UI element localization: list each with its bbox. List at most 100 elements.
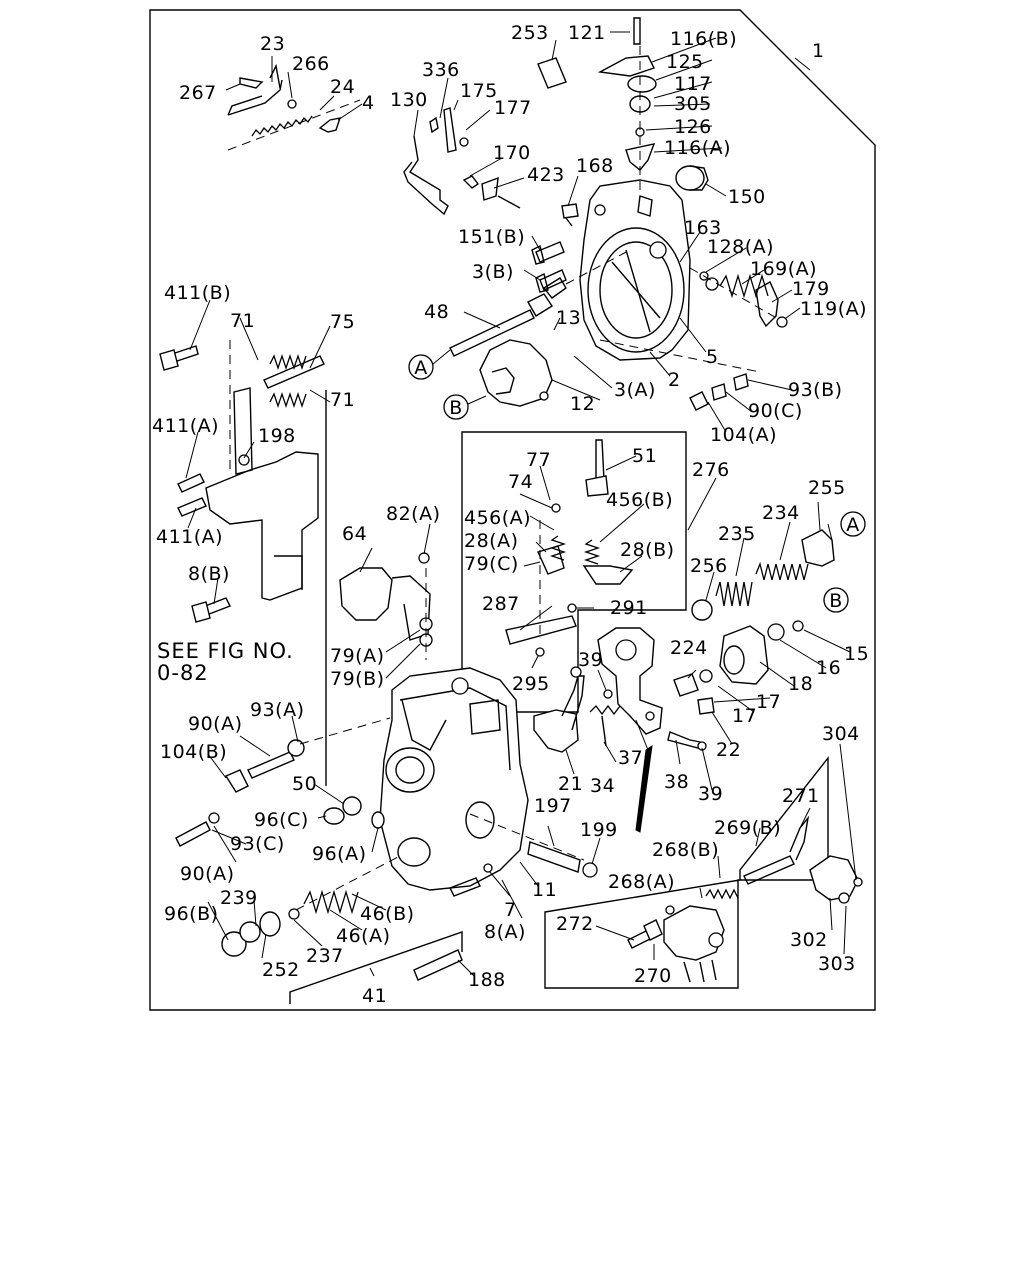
part-label: 287: [482, 593, 520, 615]
part-label: 177: [494, 97, 532, 119]
reference-mark-a-right: A: [840, 511, 866, 537]
part-label: 295: [512, 673, 550, 695]
part-label: 117: [674, 73, 712, 95]
part-label: 237: [306, 945, 344, 967]
see-fig-note-line1: SEE FIG NO.: [157, 639, 294, 663]
bolt-411a-upper: [177, 473, 205, 493]
part-label: 272: [556, 913, 594, 935]
bracket-198: [205, 387, 319, 601]
governor-cover-housing-2: [579, 179, 691, 361]
part-label: 3(B): [472, 261, 514, 283]
part-label: 188: [468, 969, 506, 991]
part-label: 50: [292, 773, 317, 795]
part-label: 256: [690, 555, 728, 577]
part-label: 163: [684, 217, 722, 239]
part-label: 268(A): [608, 871, 675, 893]
part-label: 39: [698, 783, 723, 805]
bolt-90a-lower: [175, 812, 220, 847]
part-label: 93(A): [250, 699, 305, 721]
part-label: 11: [532, 879, 557, 901]
part-label: 268(B): [652, 839, 719, 861]
part-label: 128(A): [707, 236, 774, 258]
plugs-50-96c-96a: [323, 796, 385, 829]
part-label: 271: [782, 785, 820, 807]
pin-197: [469, 813, 598, 878]
part-label: 8(A): [484, 921, 526, 943]
reference-mark-b-right: B: [823, 587, 849, 613]
part-label: 198: [258, 425, 296, 447]
part-label: 93(B): [788, 379, 843, 401]
part-label: 48: [424, 301, 449, 323]
part-label: 168: [576, 155, 614, 177]
part-label: 104(A): [710, 424, 777, 446]
part-label: 51: [632, 445, 657, 467]
part-label: 291: [610, 597, 648, 619]
part-label: 5: [706, 346, 719, 368]
part-label: 224: [670, 637, 708, 659]
part-label: 79(B): [330, 668, 385, 690]
part-label: 336: [422, 59, 460, 81]
part-label: 75: [330, 311, 355, 333]
lever-37: [597, 627, 715, 751]
part-label: 253: [511, 22, 549, 44]
part-label: 119(A): [800, 298, 867, 320]
part-label: 41: [362, 985, 387, 1007]
part-label: 235: [718, 523, 756, 545]
leader-lines: [185, 31, 857, 977]
part-label: 3(A): [614, 379, 656, 401]
diagram-frame: [149, 9, 876, 1011]
part-label: 266: [292, 53, 330, 75]
part-label: 179: [792, 278, 830, 300]
part-label: 96(A): [312, 843, 367, 865]
part-label: 90(A): [180, 863, 235, 885]
lever-64: [339, 552, 433, 660]
part-label: 71: [230, 310, 255, 332]
spring-268: [705, 815, 810, 900]
part-label: 199: [580, 819, 618, 841]
linkage-bracket-23: [227, 63, 361, 151]
part-label: 17: [732, 705, 757, 727]
lever-21-and-spring-34: [533, 666, 621, 753]
part-label: 423: [527, 164, 565, 186]
part-label: 151(B): [458, 226, 525, 248]
bolt-411b: [159, 345, 199, 371]
part-label: 170: [493, 142, 531, 164]
part-label: 411(A): [156, 526, 223, 548]
part-label: 96(B): [164, 903, 219, 925]
part-label: 267: [179, 82, 217, 104]
plug-104a: [599, 339, 761, 411]
see-fig-note-line2: 0-82: [157, 661, 209, 685]
lever-assembly-276: [505, 439, 634, 657]
bolt-8b: [191, 597, 231, 623]
top-stack: [537, 17, 657, 190]
assembly-41: [221, 855, 401, 957]
part-label: 126: [674, 116, 712, 138]
bolt-168: [561, 203, 579, 227]
bolt-411a-lower: [177, 497, 207, 517]
part-label: 16: [816, 657, 841, 679]
solenoid-270: [627, 905, 725, 983]
part-label: 74: [508, 471, 533, 493]
part-label: 13: [556, 307, 581, 329]
cover-302: [809, 855, 863, 904]
part-label: 23: [260, 33, 285, 55]
part-label: 125: [666, 51, 704, 73]
part-label: 46(B): [360, 903, 415, 925]
part-label: 302: [790, 929, 828, 951]
svg-text:B: B: [449, 397, 463, 419]
part-label: 28(A): [464, 530, 519, 552]
cap-18: [719, 620, 804, 685]
part-label: 276: [692, 459, 730, 481]
part-label: 304: [822, 723, 860, 745]
svg-text:A: A: [414, 357, 428, 379]
part-label: 1: [812, 40, 825, 62]
bolt-90a-upper: [224, 717, 391, 793]
bolt-8a: [449, 877, 481, 897]
part-label: 303: [818, 953, 856, 975]
part-label: 104(B): [160, 741, 227, 763]
part-label: 255: [808, 477, 846, 499]
part-label: 46(A): [336, 925, 391, 947]
part-label: 21: [558, 773, 583, 795]
part-label: 456(B): [606, 489, 673, 511]
